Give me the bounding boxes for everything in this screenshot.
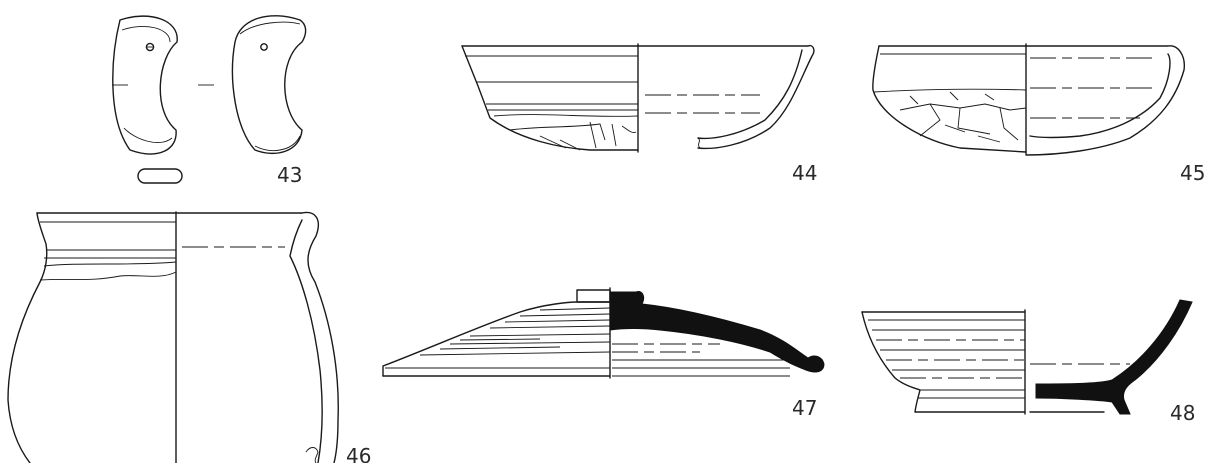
bowl-section-view — [1029, 299, 1193, 415]
figure-label: 47 — [792, 396, 817, 420]
lid-section-view — [609, 291, 825, 377]
bowl-exterior-view — [872, 45, 1027, 153]
figure-label: 45 — [1180, 161, 1205, 185]
jar-section-view — [175, 211, 339, 463]
figure-label: 43 — [277, 163, 302, 187]
jar-exterior-view — [7, 212, 177, 463]
bowl-section-view — [637, 44, 815, 150]
crescent-front-view — [112, 15, 178, 155]
figure-48: 48 — [861, 299, 1195, 425]
crescent-back-view — [231, 15, 307, 154]
figure-44: 44 — [461, 43, 817, 185]
bowl-section-view — [1025, 45, 1185, 156]
figure-47: 47 — [382, 287, 825, 420]
crescent-profile — [137, 168, 183, 184]
figure-label: 46 — [346, 444, 371, 463]
figure-label: 44 — [792, 161, 817, 185]
figure-46: 46 — [7, 211, 371, 463]
figure-label: 48 — [1170, 401, 1195, 425]
lid-exterior-view — [382, 289, 611, 377]
figure-43: 43 — [112, 15, 307, 187]
bowl-exterior-view — [461, 45, 639, 151]
figure-45: 45 — [872, 43, 1205, 185]
bowl-exterior-view — [861, 311, 1026, 413]
